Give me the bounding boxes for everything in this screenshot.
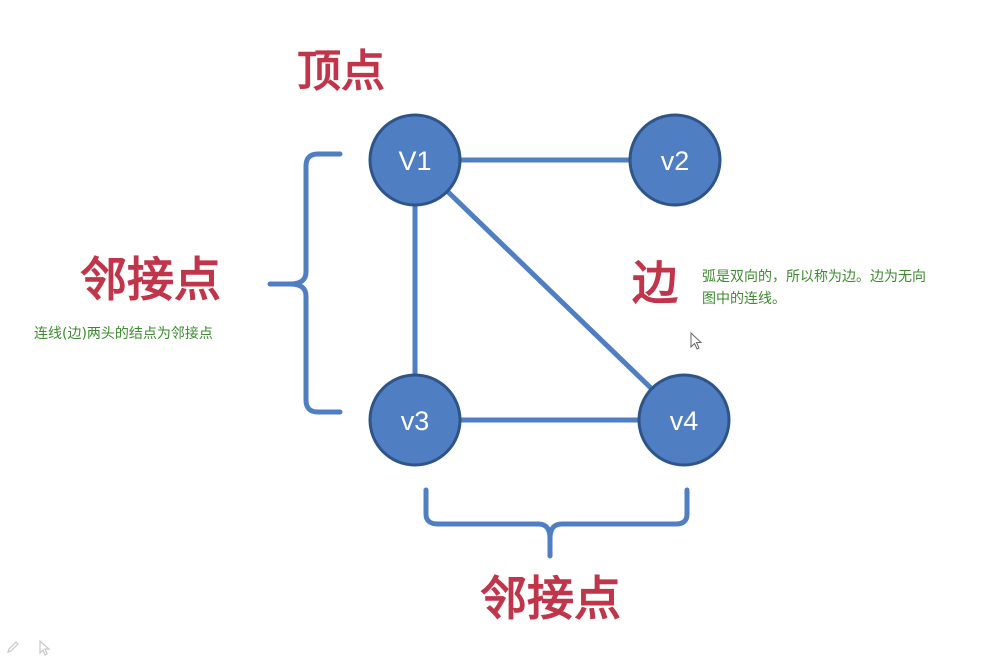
node-label-v1: V1 (398, 146, 431, 176)
node-circle-v2 (628, 113, 722, 207)
adjacent-label-bottom: 邻接点 (480, 572, 621, 627)
vertex-label: 顶点 (297, 46, 385, 97)
node-v2: v2 (628, 113, 722, 207)
edge-label: 边 (632, 256, 678, 310)
node-label-v2: v2 (661, 146, 690, 176)
adjacent-note: 连线(边)两头的结点为邻接点 (34, 326, 213, 342)
bottom-brace (423, 487, 690, 559)
node-v1: V1 (368, 113, 462, 207)
edge-v1-v4 (413, 158, 686, 422)
node-circle-v1 (368, 113, 462, 207)
node-label-v4: v4 (670, 406, 699, 436)
pen-icon[interactable] (6, 640, 20, 654)
pointer-icon[interactable] (38, 640, 52, 656)
node-v4: v4 (637, 373, 731, 467)
node-label-v3: v3 (401, 406, 430, 436)
left-brace (267, 151, 343, 415)
edge-note-line-1: 弧是双向的，所以称为边。边为无向 (702, 269, 926, 285)
mouse-cursor-icon (690, 332, 703, 350)
node-v3: v3 (368, 373, 462, 467)
node-circle-v3 (368, 373, 462, 467)
adjacent-label-left: 邻接点 (80, 253, 221, 308)
edge-note-line-2: 图中的连线。 (702, 291, 786, 307)
node-circle-v4 (637, 373, 731, 467)
